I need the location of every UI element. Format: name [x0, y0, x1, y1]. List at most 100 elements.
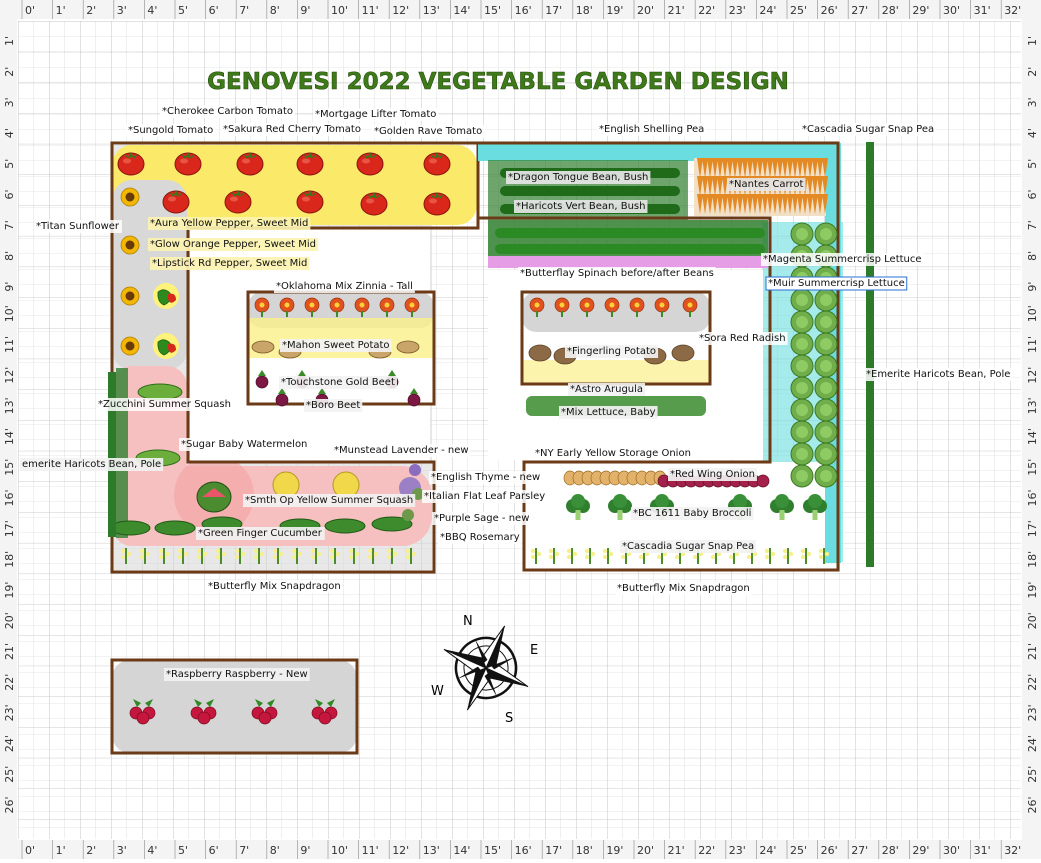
- ruler-tick-label: 3': [1026, 97, 1039, 107]
- svg-text:*Cascadia Sugar Snap Pea: *Cascadia Sugar Snap Pea: [802, 124, 934, 135]
- ruler-tick-label: 1': [3, 36, 16, 46]
- ruler-tick-label: 8': [1026, 251, 1039, 261]
- svg-text:*Dragon Tongue Bean, Bush: *Dragon Tongue Bean, Bush: [508, 172, 648, 183]
- lettuce-icon: [814, 442, 838, 466]
- ruler-tick-label: 20': [3, 612, 16, 629]
- ruler-tick-label: 27': [851, 4, 868, 17]
- svg-text:*Mortgage Lifter Tomato: *Mortgage Lifter Tomato: [315, 109, 436, 120]
- ruler-right: 1'2'3'4'5'6'7'8'9'10'11'12'13'14'15'16'1…: [1022, 0, 1041, 859]
- ruler-tick-label: 26': [821, 844, 838, 857]
- ruler-tick-label: 26': [1026, 796, 1039, 813]
- ruler-tick-label: 31': [974, 844, 991, 857]
- ruler-tick-label: 6': [209, 4, 219, 17]
- ruler-tick-label: 21': [668, 844, 685, 857]
- ruler-tick-label: 14': [453, 844, 470, 857]
- label-magenta: *Magenta Summercrisp Lettuce: [761, 253, 924, 266]
- ruler-tick-label: 22': [3, 674, 16, 691]
- ruler-tick-label: 12': [392, 844, 409, 857]
- svg-text:*Titan Sunflower: *Titan Sunflower: [36, 221, 120, 232]
- ruler-tick-label: 4': [1026, 128, 1039, 138]
- ruler-bottom: 0'1'2'3'4'5'6'7'8'9'10'11'12'13'14'15'16…: [0, 840, 1041, 859]
- sunflower-icon: [120, 336, 140, 356]
- potato-icon: [671, 344, 695, 362]
- sweet-potato-icon: [251, 340, 275, 354]
- ruler-tick-label: 18': [576, 844, 593, 857]
- label-mix-lettuce: *Mix Lettuce, Baby: [559, 406, 658, 419]
- compass-n: N: [463, 614, 473, 629]
- ruler-tick-label: 25': [1026, 766, 1039, 783]
- ruler-tick-label: 8': [270, 4, 280, 17]
- ruler-tick-label: 2': [3, 67, 16, 77]
- lettuce-icon: [814, 420, 838, 444]
- label-fingerling: *Fingerling Potato: [565, 345, 659, 358]
- ruler-tick-label: 6': [209, 844, 219, 857]
- label-english-pea: *English Shelling Pea: [597, 123, 707, 136]
- label-boro: *Boro Beet: [304, 399, 363, 412]
- label-broccoli: *BC 1611 Baby Broccoli: [631, 507, 754, 520]
- ruler-tick-label: 17': [1026, 520, 1039, 537]
- ruler-tick-label: 18': [3, 551, 16, 568]
- ruler-tick-label: 7': [3, 220, 16, 230]
- compass-e: E: [530, 643, 538, 658]
- ruler-tick-label: 0': [25, 4, 35, 17]
- svg-text:*Butterfly Mix Snapdragon: *Butterfly Mix Snapdragon: [617, 583, 750, 594]
- ruler-tick-label: 28': [882, 4, 899, 17]
- potato-icon: [528, 344, 552, 362]
- lettuce-icon: [790, 442, 814, 466]
- ruler-tick-label: 16': [515, 844, 532, 857]
- ruler-tick-label: 22': [698, 4, 715, 17]
- pepper-icon: [152, 332, 180, 360]
- label-watermelon: *Sugar Baby Watermelon: [179, 438, 310, 451]
- ruler-tick-label: 14': [1026, 428, 1039, 445]
- ruler-tick-label: 26': [3, 796, 16, 813]
- ruler-tick-label: 2': [1026, 67, 1039, 77]
- label-cherokee: *Cherokee Carbon Tomato: [160, 105, 296, 118]
- label-muir[interactable]: *Muir Summercrisp Lettuce: [765, 276, 908, 291]
- label-emerite-right: *Emerite Haricots Bean, Pole: [864, 368, 1013, 381]
- lettuce-icon: [790, 398, 814, 422]
- label-butterflay: *Butterflay Spinach before/after Beans: [518, 267, 716, 280]
- label-haricots-vert: *Haricots Vert Bean, Bush: [514, 200, 648, 213]
- ruler-tick-label: 3': [117, 844, 127, 857]
- ruler-tick-label: 10': [331, 4, 348, 17]
- ruler-tick-label: 1': [1026, 36, 1039, 46]
- compass-w: W: [431, 684, 444, 699]
- ruler-tick-label: 12': [1026, 367, 1039, 384]
- ruler-tick-label: 7': [239, 844, 249, 857]
- svg-text:*Fingerling Potato: *Fingerling Potato: [567, 346, 656, 357]
- ruler-tick-label: 19': [1026, 582, 1039, 599]
- svg-text:*English Shelling Pea: *English Shelling Pea: [599, 124, 704, 135]
- lettuce-icon: [790, 310, 814, 334]
- label-touchstone: *Touchstone Gold Beet: [279, 376, 397, 389]
- ruler-tick-label: 16': [3, 489, 16, 506]
- svg-text:*English Thyme - new: *English Thyme - new: [431, 472, 540, 483]
- svg-text:*Italian Flat Leaf Parsley: *Italian Flat Leaf Parsley: [424, 491, 545, 502]
- label-nantes: *Nantes Carrot: [727, 178, 806, 191]
- ruler-tick-label: 0': [25, 844, 35, 857]
- label-glow: *Glow Orange Pepper, Sweet Mid: [148, 238, 318, 251]
- ruler-tick-label: 4': [3, 128, 16, 138]
- lettuce-icon: [790, 332, 814, 356]
- svg-text:*Sungold Tomato: *Sungold Tomato: [128, 125, 213, 136]
- ruler-tick-label: 11': [362, 844, 379, 857]
- ruler-tick-label: 9': [1026, 282, 1039, 292]
- ruler-top: 0'1'2'3'4'5'6'7'8'9'10'11'12'13'14'15'16…: [0, 0, 1041, 19]
- ruler-tick-label: 27': [851, 844, 868, 857]
- svg-text:*Magenta Summercrisp Lettuce: *Magenta Summercrisp Lettuce: [763, 254, 922, 265]
- label-sungold: *Sungold Tomato: [126, 124, 216, 137]
- ruler-tick-label: 1': [56, 844, 66, 857]
- lettuce-icon: [814, 398, 838, 422]
- label-cascadia-top: *Cascadia Sugar Snap Pea: [800, 123, 937, 136]
- ruler-tick-label: 19': [606, 844, 623, 857]
- compass-rose-icon: [443, 625, 529, 711]
- ruler-left: 1'2'3'4'5'6'7'8'9'10'11'12'13'14'15'16'1…: [0, 0, 17, 859]
- sunflower-icon: [120, 286, 140, 306]
- ruler-tick-label: 20': [1026, 612, 1039, 629]
- ruler-tick-label: 5': [178, 844, 188, 857]
- svg-text:*Green Finger Cucumber: *Green Finger Cucumber: [198, 528, 323, 539]
- label-sakura: *Sakura Red Cherry Tomato: [221, 123, 363, 136]
- svg-text:*Mahon Sweet Potato: *Mahon Sweet Potato: [282, 340, 390, 351]
- svg-text:*Purple Sage - new: *Purple Sage - new: [434, 513, 529, 524]
- pole-bean-vines: [108, 142, 874, 567]
- svg-text:emerite Haricots Bean, Pole: emerite Haricots Bean, Pole: [22, 459, 161, 470]
